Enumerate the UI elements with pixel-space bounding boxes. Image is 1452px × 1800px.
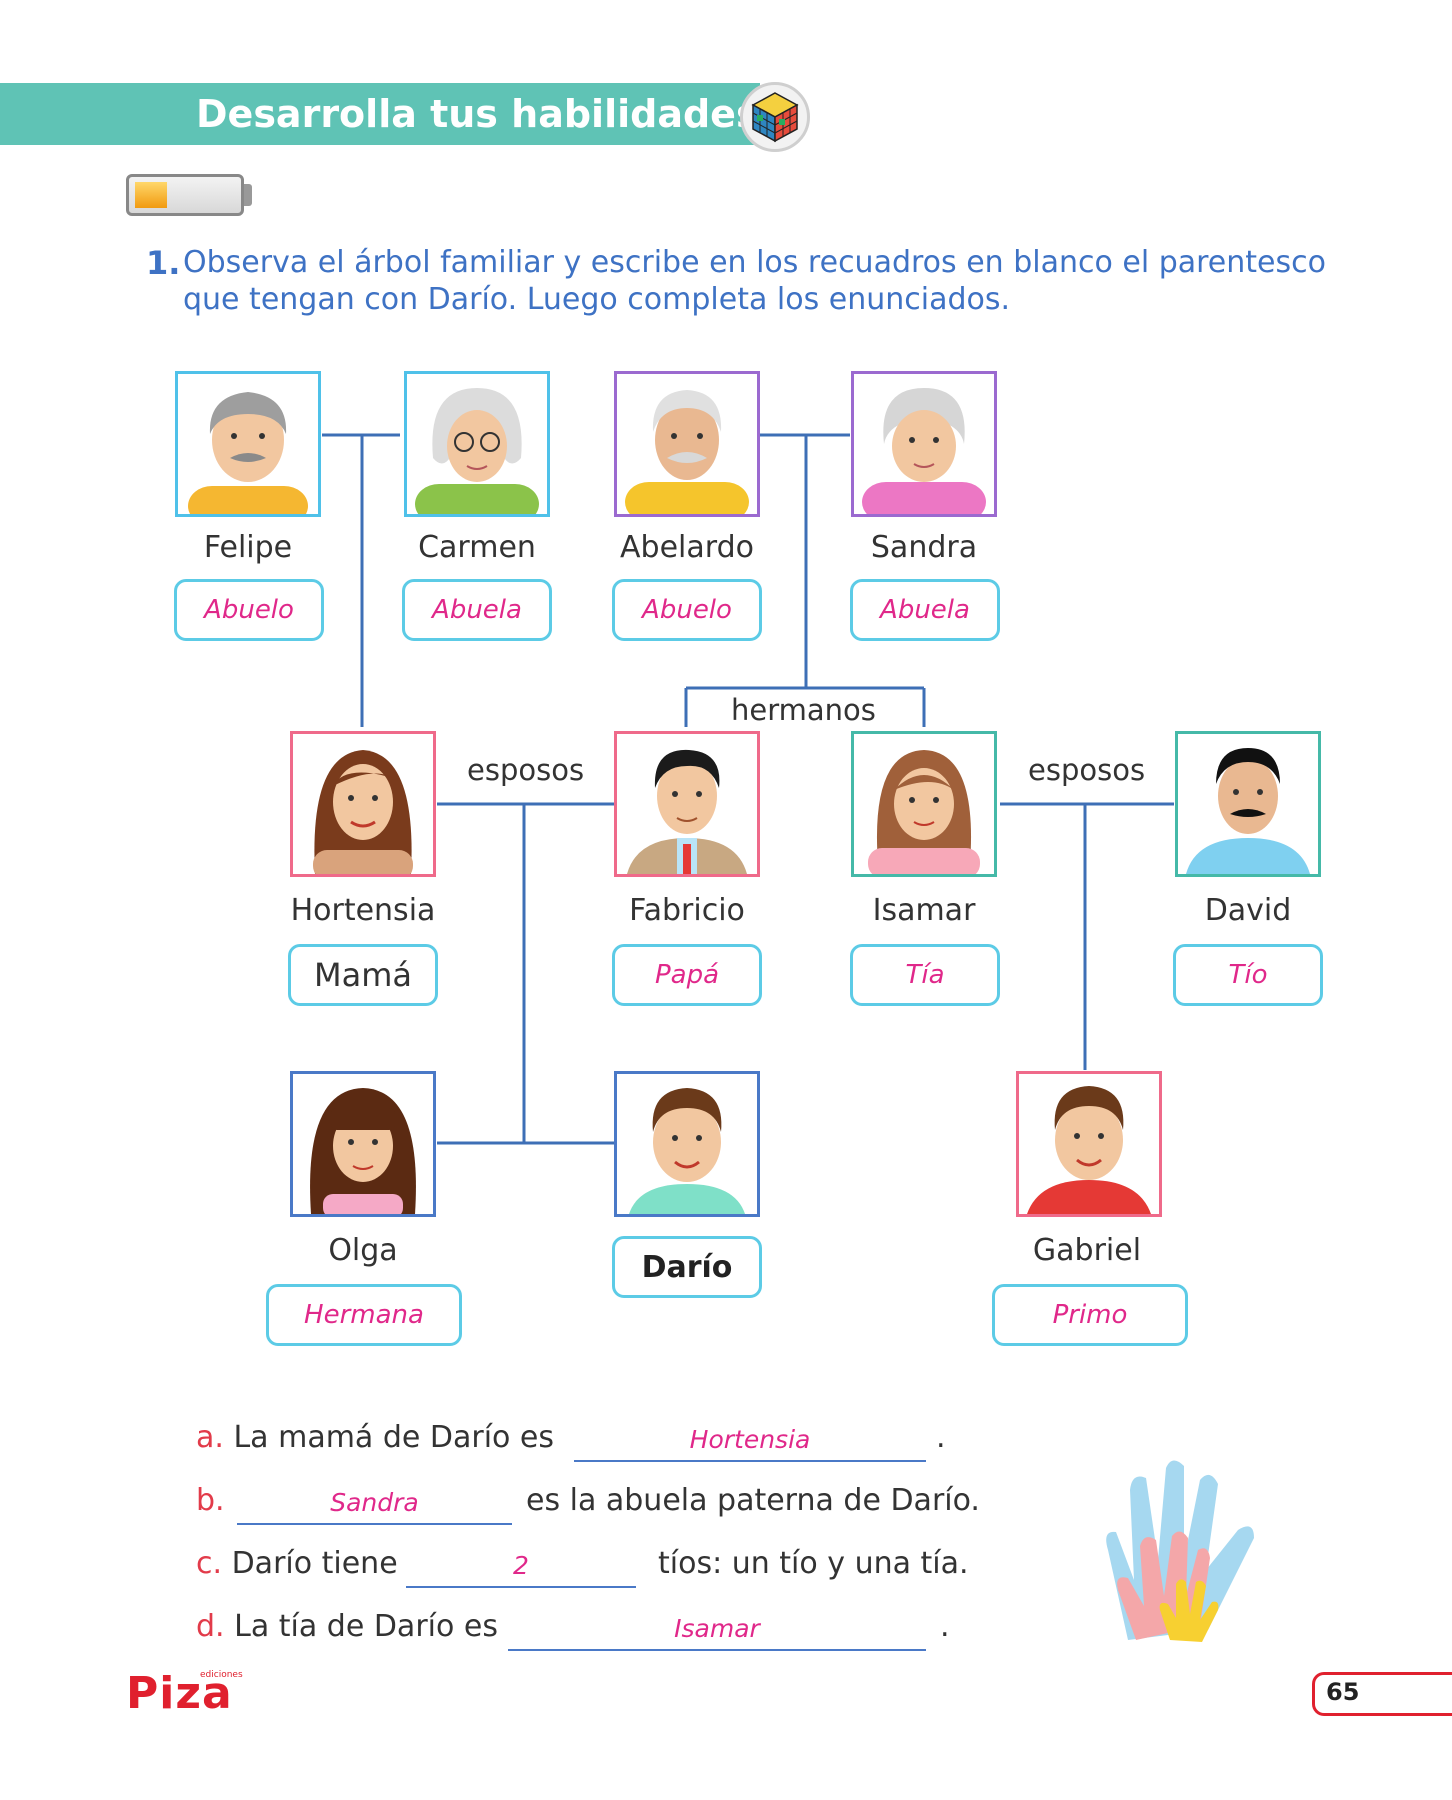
relation-box-carmen[interactable]: Abuela xyxy=(402,579,552,641)
sentence-text: La tía de Darío es xyxy=(234,1609,498,1644)
question-number: 1. xyxy=(146,244,181,282)
name-gabriel: Gabriel xyxy=(1032,1233,1142,1268)
relation-box-gabriel[interactable]: Primo xyxy=(992,1284,1188,1346)
name-hortensia: Hortensia xyxy=(290,893,436,928)
relation-box-sandra[interactable]: Abuela xyxy=(850,579,1000,641)
sentence-d: d. La tía de Darío es xyxy=(196,1609,498,1644)
name-carmen: Carmen xyxy=(418,530,536,565)
relation-box-david[interactable]: Tío xyxy=(1173,944,1323,1006)
battery-progress xyxy=(126,174,244,216)
family-hands-icon xyxy=(1106,1460,1254,1642)
battery-fill xyxy=(135,182,167,208)
portrait-sandra xyxy=(851,371,997,517)
battery-tip xyxy=(244,184,252,206)
portrait-abelardo xyxy=(614,371,760,517)
answer-blank-d[interactable]: Isamar xyxy=(508,1609,926,1651)
spouses-label-right: esposos xyxy=(1028,753,1146,787)
portrait-felipe xyxy=(175,371,321,517)
siblings-label: hermanos xyxy=(731,693,876,727)
sentence-letter: d. xyxy=(196,1609,225,1644)
brand-logo: Piza xyxy=(126,1668,233,1719)
sentence-b-letter: b. xyxy=(196,1483,225,1518)
sentence-c-end: tíos: un tío y una tía. xyxy=(658,1546,969,1581)
sentence-d-end: . xyxy=(940,1609,950,1644)
sentence-letter: a. xyxy=(196,1420,224,1455)
name-fabricio: Fabricio xyxy=(629,893,745,928)
answer-blank-a[interactable]: Hortensia xyxy=(574,1420,926,1462)
name-sandra: Sandra xyxy=(870,530,978,565)
relation-box-hortensia[interactable]: Mamá xyxy=(288,944,438,1006)
sentence-text: La mamá de Darío es xyxy=(233,1420,555,1455)
name-david: David xyxy=(1204,893,1292,928)
portrait-carmen xyxy=(404,371,550,517)
section-banner xyxy=(0,83,760,145)
page-number-box xyxy=(1312,1672,1452,1716)
name-felipe: Felipe xyxy=(203,530,293,565)
relation-box-felipe[interactable]: Abuelo xyxy=(174,579,324,641)
relation-box-olga[interactable]: Hermana xyxy=(266,1284,462,1346)
brand-logo-sub: ediciones xyxy=(200,1670,243,1680)
portrait-fabricio xyxy=(614,731,760,877)
spouses-label-left: esposos xyxy=(467,753,585,787)
rubiks-cube-icon xyxy=(740,82,810,152)
relation-box-fabricio[interactable]: Papá xyxy=(612,944,762,1006)
relation-box-isamar[interactable]: Tía xyxy=(850,944,1000,1006)
sentence-letter: c. xyxy=(196,1546,223,1581)
sentence-a: a. La mamá de Darío es xyxy=(196,1420,554,1455)
name-olga: Olga xyxy=(328,1233,398,1268)
portrait-hortensia xyxy=(290,731,436,877)
portrait-dario xyxy=(614,1071,760,1217)
relation-box-abelardo[interactable]: Abuelo xyxy=(612,579,762,641)
portrait-gabriel xyxy=(1016,1071,1162,1217)
portrait-isamar xyxy=(851,731,997,877)
name-isamar: Isamar xyxy=(872,893,976,928)
portrait-david xyxy=(1175,731,1321,877)
sentence-b-text: es la abuela paterna de Darío. xyxy=(526,1483,980,1518)
dario-name-box: Darío xyxy=(612,1236,762,1298)
portrait-olga xyxy=(290,1071,436,1217)
sentence-c: c. Darío tiene xyxy=(196,1546,398,1581)
sentence-text: Darío tiene xyxy=(231,1546,398,1581)
answer-blank-c[interactable]: 2 xyxy=(406,1546,636,1588)
page-number: 65 xyxy=(1326,1678,1360,1706)
section-title: Desarrolla tus habilidades xyxy=(196,92,759,136)
name-abelardo: Abelardo xyxy=(620,530,754,565)
sentence-a-end: . xyxy=(936,1420,946,1455)
answer-blank-b[interactable]: Sandra xyxy=(237,1483,512,1525)
question-text: Observa el árbol familiar y escribe en l… xyxy=(183,245,1326,317)
